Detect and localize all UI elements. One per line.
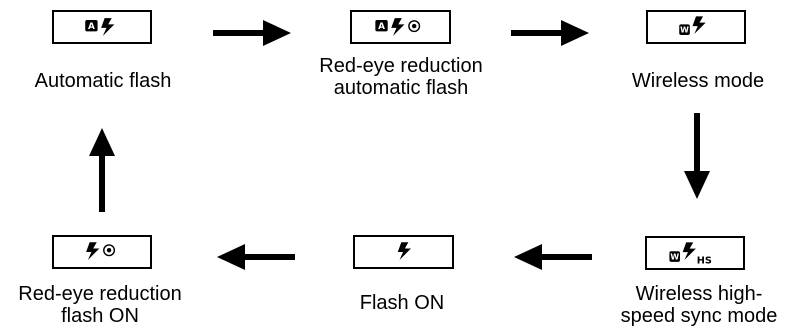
- auto-flash-icon: A: [85, 18, 115, 36]
- red-eye-on-label: Red-eye reduction flash ON: [18, 283, 182, 327]
- wireless-hs-label: Wireless high- speed sync mode: [620, 283, 778, 327]
- flash-on-icon-box: [353, 235, 454, 269]
- svg-text:A: A: [378, 22, 385, 32]
- automatic-flash-icon-box: A: [52, 10, 152, 44]
- svg-text:W: W: [670, 253, 679, 262]
- automatic-flash-label: Automatic flash: [34, 70, 172, 92]
- red-eye-auto-flash-icon: A: [375, 18, 421, 36]
- flash-icon: [397, 242, 411, 260]
- arrow-left-2: [217, 244, 295, 270]
- arrow-right-2: [511, 20, 589, 46]
- arrow-right-1: [213, 20, 291, 46]
- hs-badge: HS: [697, 256, 712, 267]
- arrow-up: [89, 128, 115, 212]
- flash-on-label: Flash ON: [359, 292, 445, 314]
- red-eye-flash-icon: [86, 242, 116, 260]
- svg-text:W: W: [680, 26, 689, 35]
- wireless-flash-icon: W: [679, 16, 706, 35]
- red-eye-auto-flash-label: Red-eye reduction automatic flash: [319, 55, 483, 99]
- red-eye-auto-icon-box: A: [350, 10, 451, 44]
- arrow-left-1: [514, 244, 592, 270]
- svg-text:A: A: [88, 22, 95, 32]
- wireless-hs-flash-icon: W HS: [669, 242, 712, 267]
- red-eye-on-icon-box: [52, 235, 152, 269]
- wireless-hs-icon-box: W HS: [645, 236, 745, 270]
- wireless-mode-label: Wireless mode: [631, 70, 765, 92]
- arrow-down: [684, 113, 710, 199]
- wireless-mode-icon-box: W: [646, 10, 746, 44]
